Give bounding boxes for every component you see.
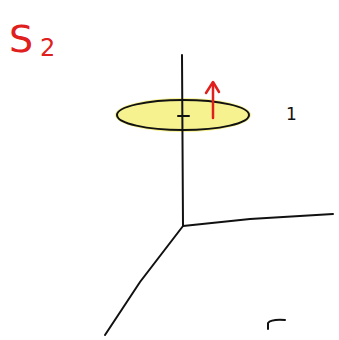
corner-mark [268,320,285,329]
normal-arrow [212,84,215,118]
horizontal-axis [183,214,333,226]
depth-axis [105,226,183,335]
arrow-head [206,82,219,93]
surface-subscript: 2 [40,36,55,60]
center-mark [178,115,189,117]
surface-symbol: S [9,20,33,58]
value-label: 1 [286,106,297,123]
vertical-axis [182,55,183,226]
